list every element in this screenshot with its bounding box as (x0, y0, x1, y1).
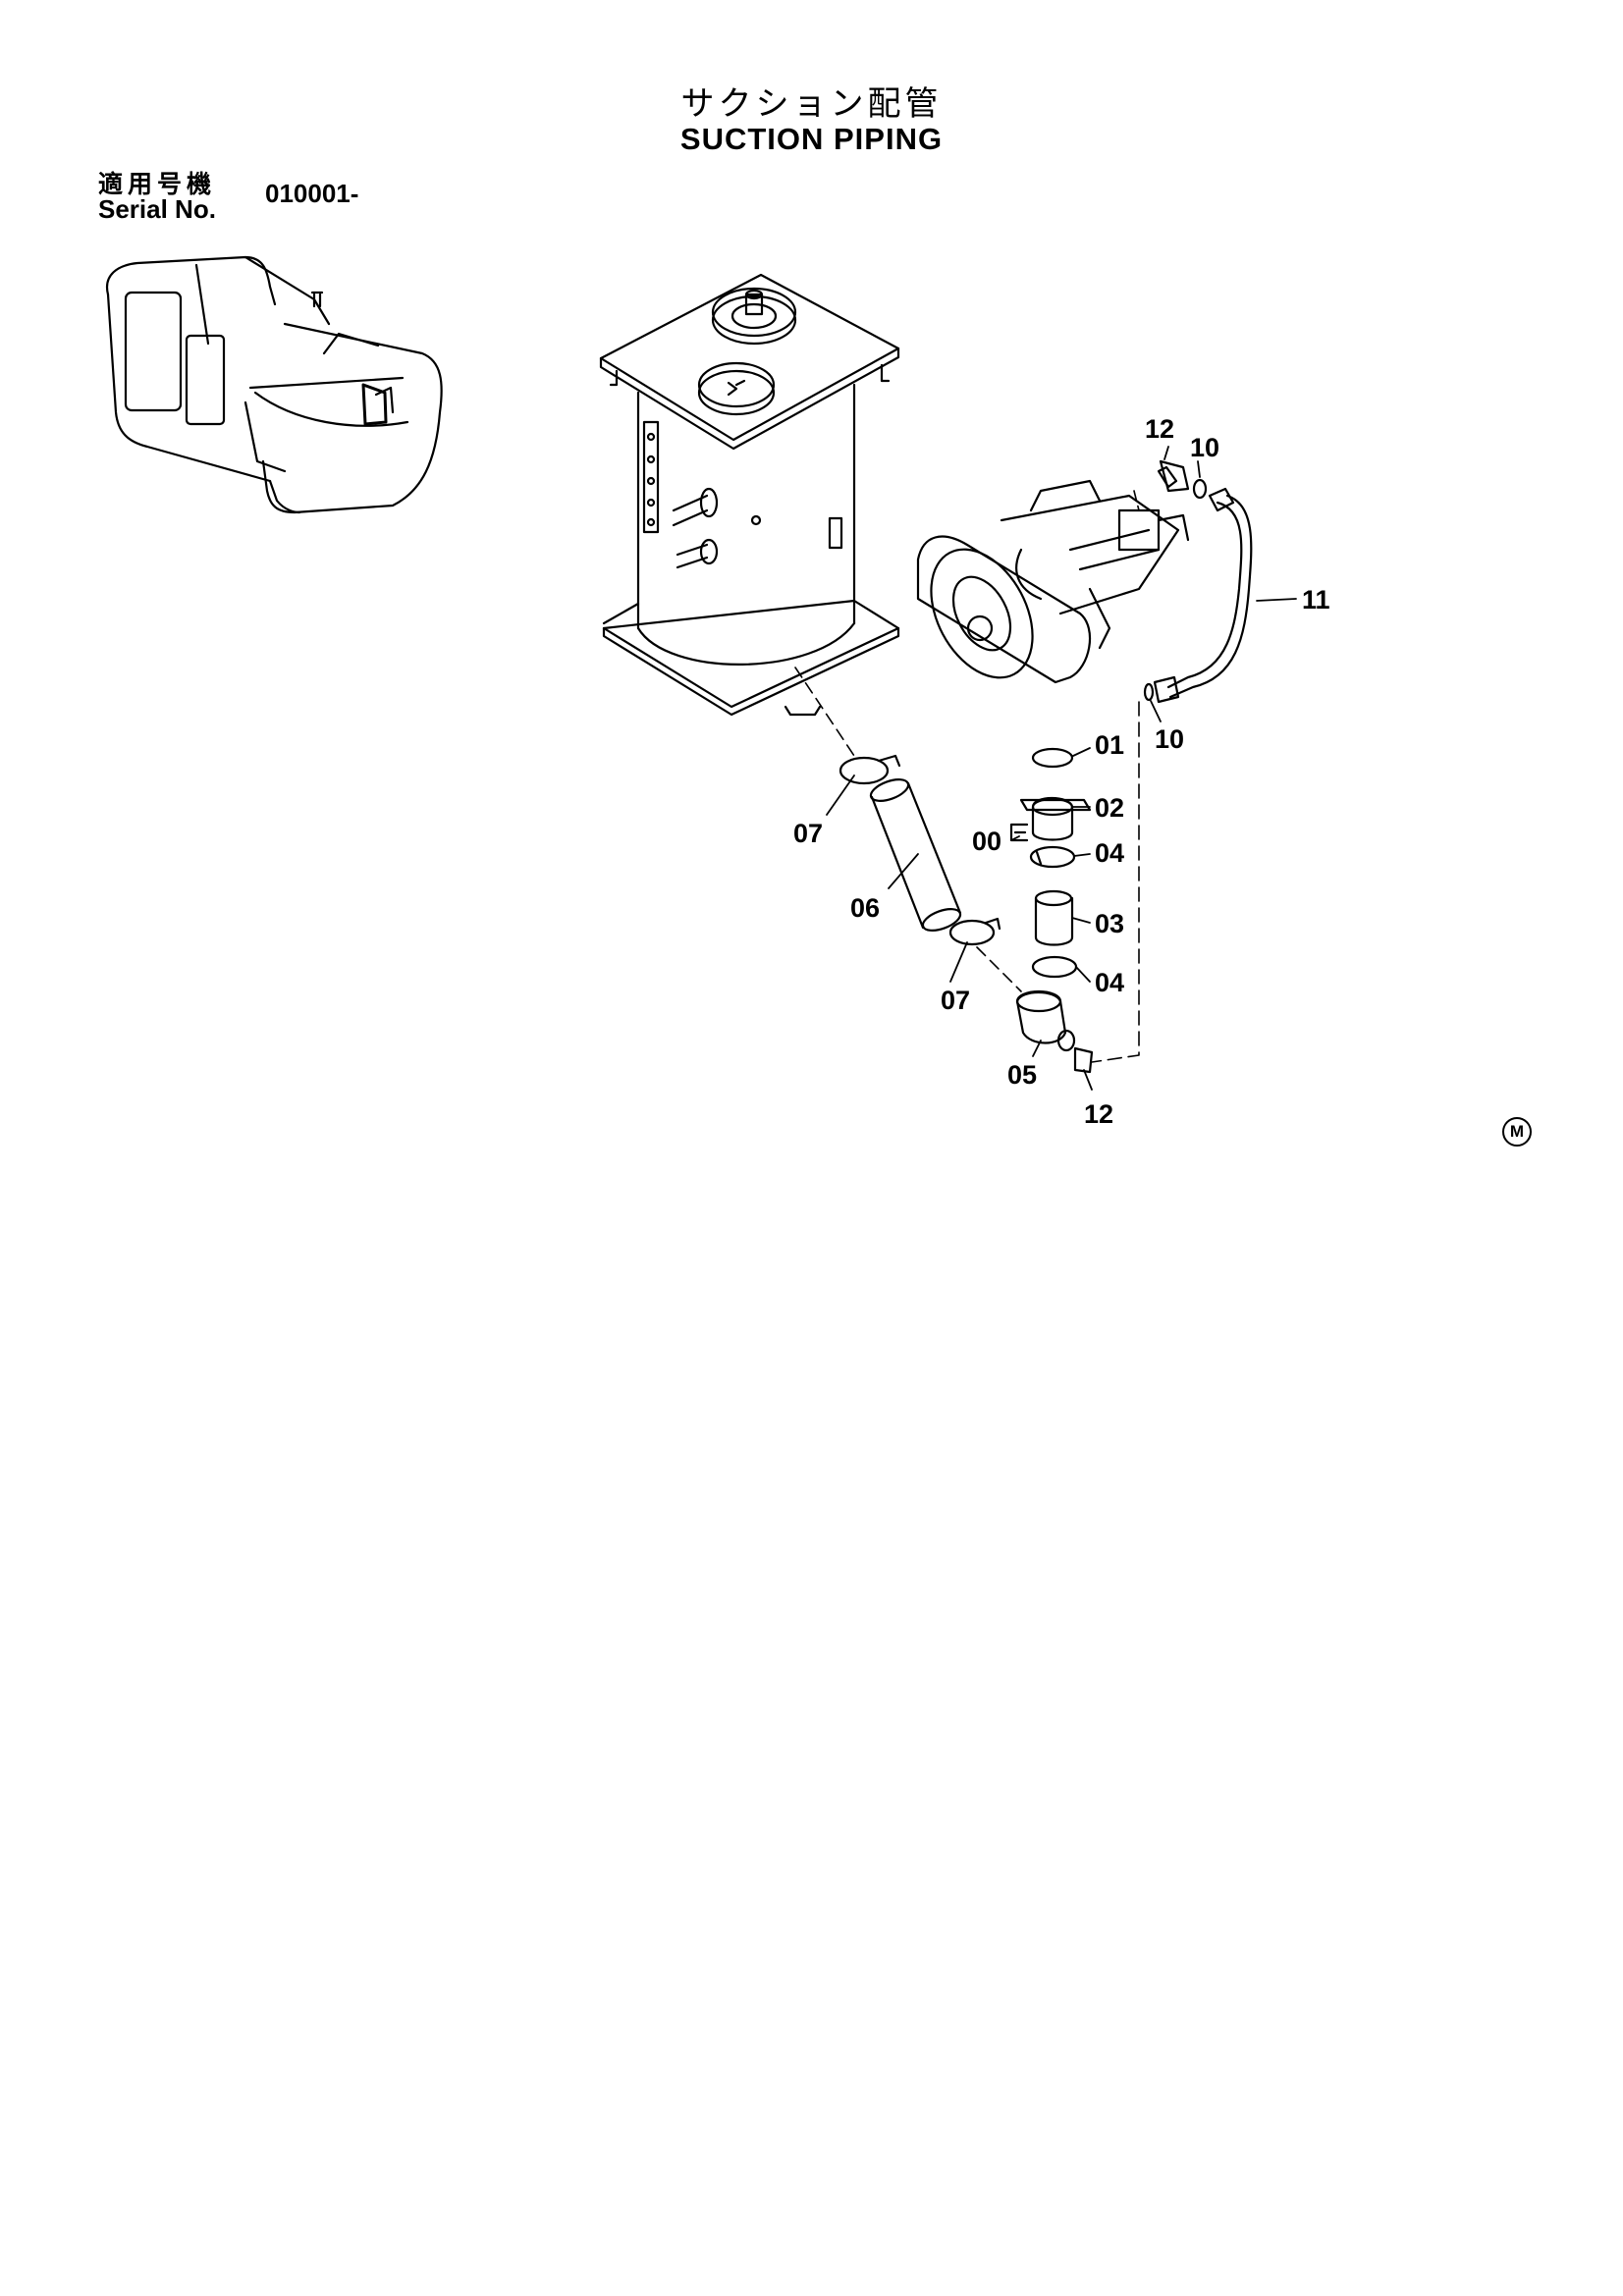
callout-04-lower: 04 (1095, 968, 1124, 997)
callout-10-bottom: 10 (1155, 724, 1184, 754)
title-japanese: サクション配管 (680, 84, 943, 124)
part-callouts: 12 10 11 10 01 02 00 04 03 04 07 06 07 0… (793, 414, 1330, 1129)
leader-lines (826, 446, 1297, 1091)
callout-03: 03 (1095, 909, 1124, 938)
serial-number-value: 010001- (265, 179, 359, 208)
callout-04-upper: 04 (1095, 838, 1124, 868)
callout-07-upper: 07 (793, 819, 823, 848)
serial-label-english: Serial No. (98, 194, 216, 224)
callout-05: 05 (1007, 1060, 1037, 1090)
drain-hose-assembly (1091, 459, 1253, 1063)
callout-02: 02 (1095, 793, 1124, 823)
callout-06: 06 (850, 893, 880, 923)
suction-fitting-stack (1009, 747, 1094, 1074)
hydraulic-tank-illustration (599, 273, 900, 717)
callout-12-bottom: 12 (1084, 1099, 1113, 1129)
hydraulic-pump-illustration (916, 479, 1190, 684)
callout-11: 11 (1302, 585, 1330, 614)
callout-01: 01 (1095, 730, 1124, 760)
excavator-overview-illustration (105, 255, 443, 514)
callout-10-top: 10 (1190, 433, 1219, 462)
callout-07-lower: 07 (941, 986, 970, 1015)
suction-hose-assembly (794, 667, 1022, 992)
title-english: SUCTION PIPING (679, 122, 944, 156)
callout-12-top: 12 (1145, 414, 1174, 444)
serial-label-japanese: 適用号機 (98, 170, 217, 198)
callout-00: 00 (972, 827, 1001, 856)
corner-mark: M (1502, 1117, 1532, 1147)
